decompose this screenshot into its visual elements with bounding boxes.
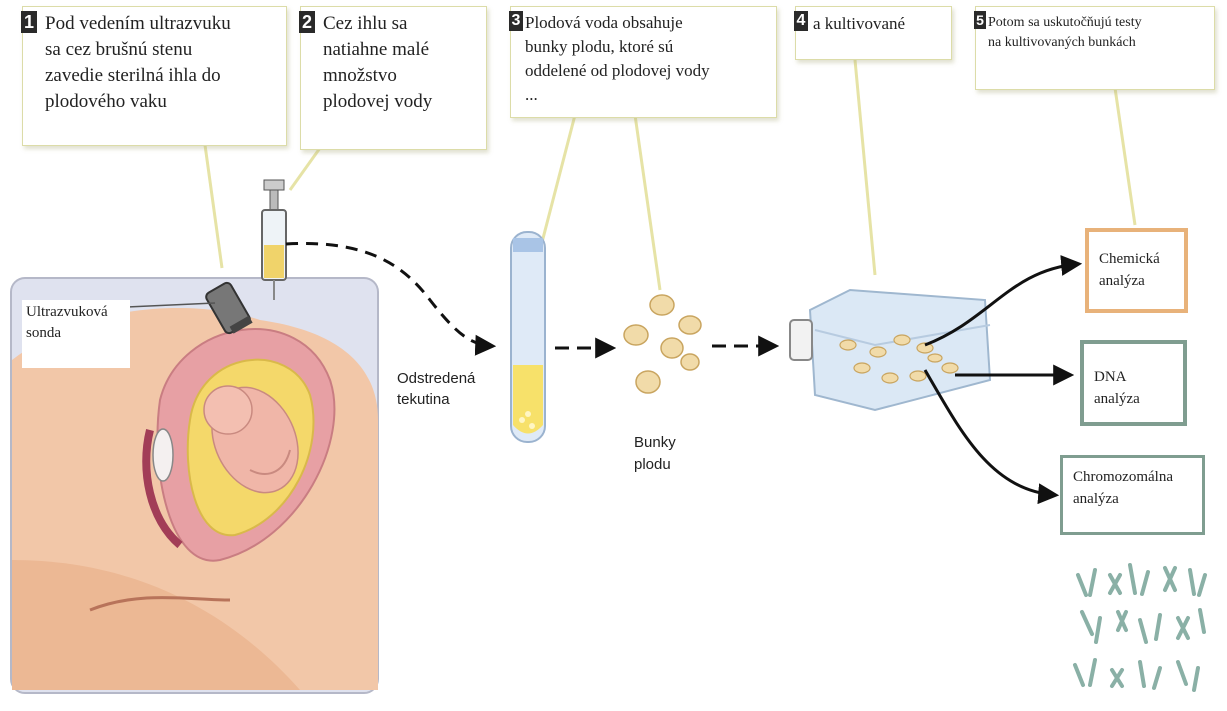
step-3-text: Plodová voda obsahuje bunky plodu, ktoré… [525, 11, 710, 107]
step-2-box: 2 Cez ihlu sa natiahne malé množstvo plo… [300, 6, 487, 150]
fetal-cells [624, 295, 701, 393]
step-4-number: 4 [794, 11, 808, 31]
fetal-cells-label: Bunky plodu [634, 432, 676, 476]
step-5-box: 5 Potom sa uskutočňujú testy na kultivov… [975, 6, 1215, 90]
centrifuged-fluid-label: Odstredená tekutina [397, 368, 475, 410]
dna-analysis-box: DNA analýza [1080, 340, 1187, 426]
step-2-number: 2 [299, 11, 315, 33]
culture-flask [790, 290, 990, 410]
step-4-box: 4 a kultivované [795, 6, 952, 60]
test-tube [511, 232, 545, 442]
step-2-text: Cez ihlu sa natiahne malé množstvo plodo… [323, 11, 432, 115]
chromosome-spread [1075, 565, 1205, 690]
step-1-number: 1 [21, 11, 37, 33]
probe-label: Ultrazvuková sonda [22, 300, 130, 368]
step-4-text: a kultivované [813, 13, 905, 35]
step-3-number: 3 [509, 11, 523, 31]
step-1-box: 1 Pod vedením ultrazvuku sa cez brušnú s… [22, 6, 287, 146]
step-5-number: 5 [974, 11, 986, 29]
step-5-text: Potom sa uskutočňujú testy na kultivovan… [988, 13, 1142, 53]
step-3-box: 3 Plodová voda obsahuje bunky plodu, kto… [510, 6, 777, 118]
chemical-analysis-box: Chemická analýza [1085, 228, 1188, 313]
step-1-text: Pod vedením ultrazvuku sa cez brušnú ste… [45, 11, 231, 115]
chromosomal-analysis-box: Chromozomálna analýza [1060, 455, 1205, 535]
